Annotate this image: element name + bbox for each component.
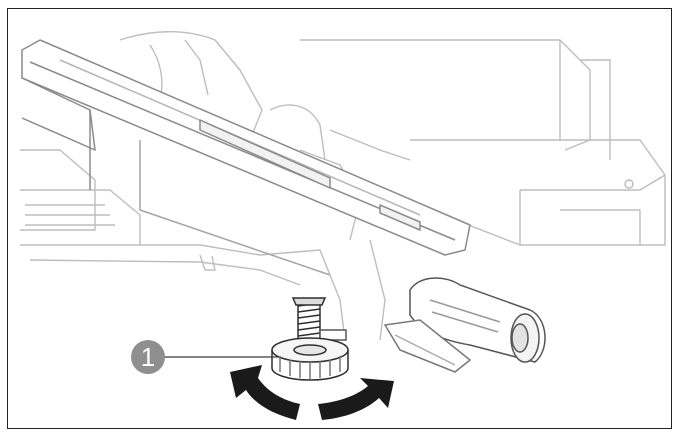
adjustment-knob [271,337,349,381]
callout-badge [131,340,165,374]
rotate-right-arrow-icon [318,378,394,420]
rail-arm [21,39,471,276]
rotate-left-arrow-icon [230,365,300,420]
side-handle [383,277,546,373]
callout-label-1: 1 [141,342,155,372]
